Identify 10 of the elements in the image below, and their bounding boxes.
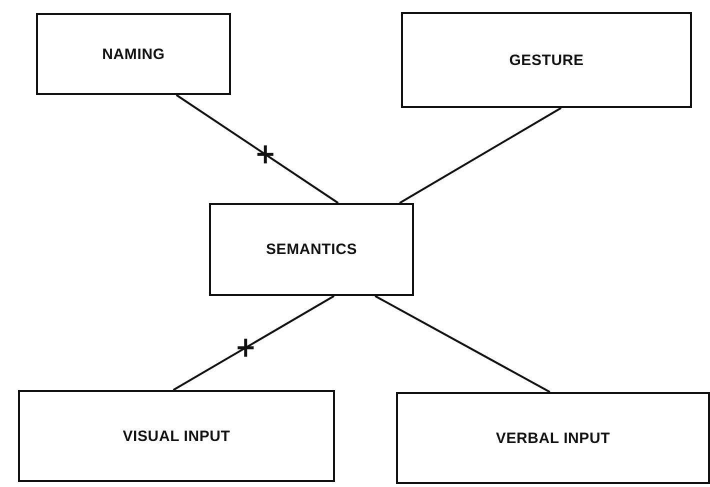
box-label: SEMANTICS — [266, 241, 358, 258]
process-box — [401, 12, 692, 108]
process-box — [18, 390, 335, 482]
box-label: VERBAL INPUT — [496, 430, 610, 446]
box-label: VISUAL INPUT — [122, 428, 230, 444]
process-box — [36, 13, 231, 95]
process-box — [396, 392, 710, 484]
box-label: NAMING — [102, 46, 165, 62]
box-label: GESTURE — [509, 52, 584, 68]
process-box — [209, 203, 414, 296]
